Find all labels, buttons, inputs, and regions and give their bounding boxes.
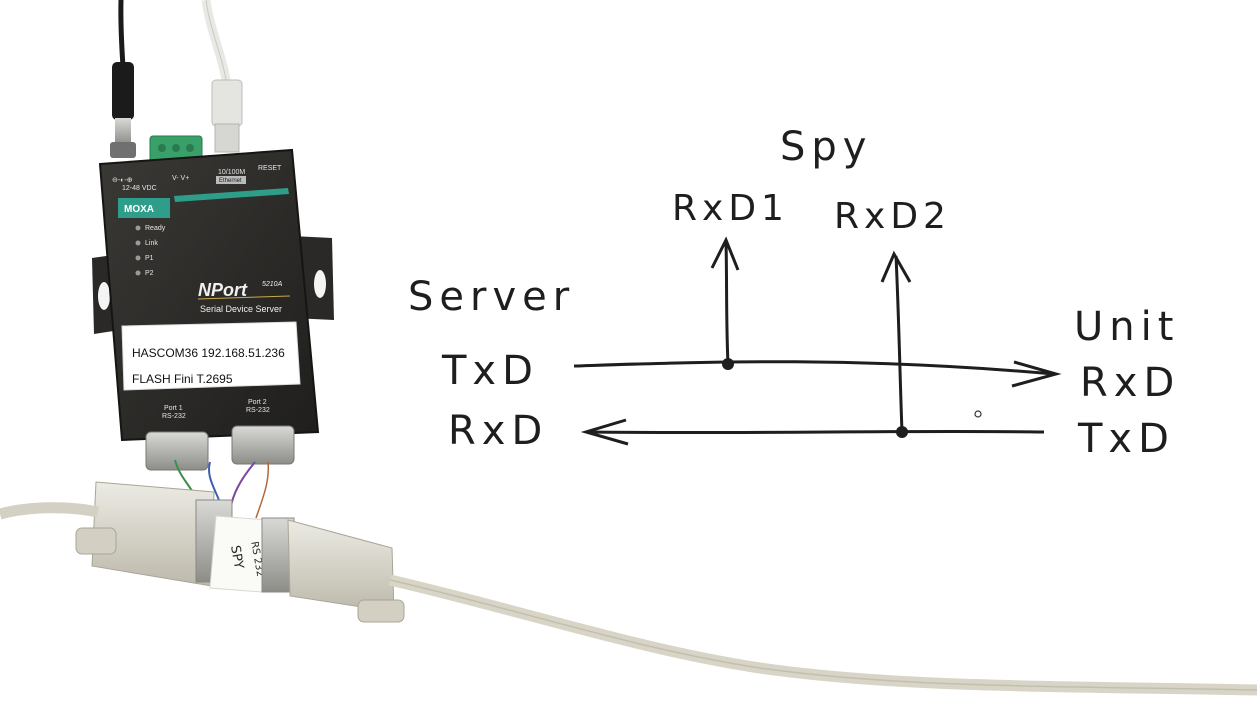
tap-rxd1-line <box>724 241 730 365</box>
ethernet-cable <box>201 0 243 153</box>
junction-dot <box>722 358 734 370</box>
junction-dot <box>896 426 908 438</box>
led-ready-label: Ready <box>145 225 166 232</box>
ethernet-badge-text: Ethernet <box>219 178 242 184</box>
led-link-label: Link <box>145 240 158 247</box>
ethernet-badge <box>216 176 246 184</box>
serial-cables <box>0 502 1257 696</box>
port1-type: RS-232 <box>162 413 186 420</box>
server-rxd-label: RxD <box>448 408 548 454</box>
sticker-line2: FLASH Fini T.2695 <box>132 372 233 386</box>
power-jack-icon: ⊖-◐-⊕ <box>112 177 133 184</box>
reset-label: RESET <box>258 165 282 172</box>
db9-port-2 <box>231 425 295 465</box>
power-cable <box>110 0 136 158</box>
arrow-up-icon <box>710 236 740 271</box>
port2-label: Port 2 <box>248 399 267 406</box>
db9-port-1 <box>145 431 209 471</box>
unit-to-server-line <box>587 429 1045 435</box>
brand-name: MOXA <box>124 204 154 215</box>
led-link-icon <box>135 240 141 246</box>
arrow-up-icon <box>880 250 912 283</box>
brand-stripe <box>174 188 289 202</box>
brand-badge <box>118 198 170 218</box>
arrow-left-icon <box>580 418 629 446</box>
spy-tag-line2: SPY <box>227 544 246 570</box>
wiring-diagram: Spy RxD1 RxD2 Server Unit TxD RxD RxD Tx… <box>408 124 1180 462</box>
led-p1-label: P1 <box>145 255 154 262</box>
ethernet-label: 10/100M <box>218 169 245 176</box>
led-p2-label: P2 <box>145 270 154 277</box>
led-p2-icon <box>135 270 141 276</box>
model-number: 5210A <box>262 281 283 288</box>
terminal-label: V- V+ <box>172 175 189 182</box>
spy-rxd1-label: RxD1 <box>672 188 789 229</box>
led-panel: Ready Link P1 P2 <box>135 225 166 277</box>
moxa-device: ⊖-◐-⊕ 12-48 VDC V- V+ 10/100M Ethernet R… <box>92 148 334 471</box>
cursor-dot <box>974 410 982 418</box>
sticker-line1: HASCOM36 192.168.51.236 <box>132 346 285 360</box>
port1-label: Port 1 <box>164 405 183 412</box>
led-ready-icon <box>135 225 141 231</box>
ip-sticker: HASCOM36 192.168.51.236 FLASH Fini T.269… <box>121 321 301 391</box>
unit-rxd-label: RxD <box>1080 360 1180 406</box>
server-txd-label: TxD <box>441 348 539 394</box>
diagram-title: Spy <box>780 124 872 170</box>
spy-adapter: SPY RS 232 <box>75 459 405 623</box>
spy-rxd2-label: RxD2 <box>834 196 951 237</box>
product-name: NPort <box>198 280 248 300</box>
server-label: Server <box>408 274 575 320</box>
arrow-right-icon <box>1011 360 1062 388</box>
port2-type: RS-232 <box>246 407 270 414</box>
power-label: 12-48 VDC <box>122 185 157 192</box>
server-to-unit-line <box>573 360 1055 376</box>
unit-txd-label: TxD <box>1077 416 1175 462</box>
led-p1-icon <box>135 255 141 261</box>
tap-rxd2-line <box>894 255 904 433</box>
unit-label: Unit <box>1074 304 1179 350</box>
product-subtitle: Serial Device Server <box>200 304 282 314</box>
